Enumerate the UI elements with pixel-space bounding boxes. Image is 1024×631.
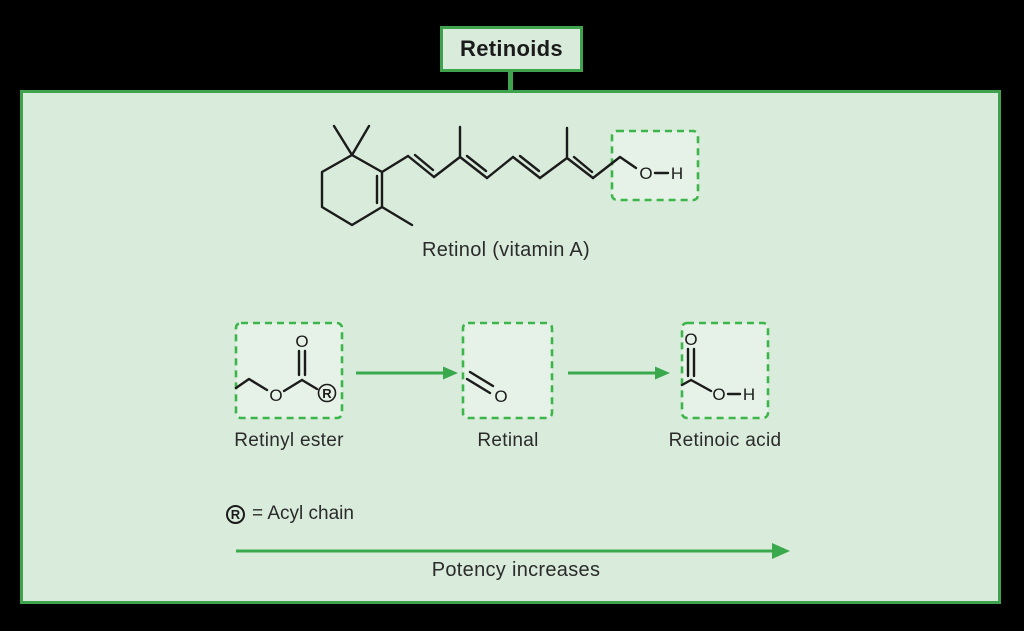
reaction-arrow-1 bbox=[356, 366, 458, 380]
retinol-double-bonds bbox=[375, 154, 595, 205]
retinoic-acid-skeleton bbox=[680, 378, 713, 393]
retinoic-acid-structure: O O H bbox=[680, 321, 770, 420]
retinyl-ester-structure: O O R bbox=[234, 321, 344, 420]
retinyl-ester-carbonyl-double-bond bbox=[297, 349, 307, 377]
retinyl-ester-label: Retinyl ester bbox=[234, 430, 344, 451]
retinoic-acid-box bbox=[680, 321, 770, 420]
legend-text: = Acyl chain bbox=[252, 503, 354, 524]
hydroxyl-highlight-box bbox=[610, 129, 700, 202]
retinal-box bbox=[461, 321, 554, 420]
reaction-arrow-1-head bbox=[443, 366, 458, 380]
retinoic-acid-carbonyl-o-label: O bbox=[684, 330, 697, 349]
retinoic-acid-hydroxyl-o-label: O bbox=[712, 385, 725, 404]
retinal-structure: O bbox=[461, 321, 554, 420]
title-connector-line bbox=[508, 72, 513, 93]
retinol-hydroxyl-o-label: O bbox=[639, 164, 652, 183]
page-title: Retinoids bbox=[460, 36, 563, 61]
retinoic-acid-carbonyl-double-bond bbox=[686, 347, 696, 378]
reaction-arrow-2-head bbox=[655, 366, 670, 380]
retinal-label: Retinal bbox=[477, 430, 539, 451]
ester-o-label: O bbox=[269, 386, 282, 405]
r-group-circle bbox=[317, 383, 337, 403]
retinol-hydroxyl-h-label: H bbox=[671, 164, 683, 183]
retinol-structure: O H bbox=[320, 124, 700, 227]
title-box: Retinoids bbox=[440, 26, 583, 72]
retinyl-ester-box bbox=[234, 321, 344, 420]
legend-r-circle-icon: R bbox=[226, 504, 245, 524]
retinol-label: Retinol (vitamin A) bbox=[422, 239, 590, 261]
r-group-label: R bbox=[322, 386, 332, 401]
retinal-aldehyde-double-bond bbox=[465, 370, 495, 395]
retinal-carbonyl-o-label: O bbox=[494, 387, 507, 406]
potency-arrow bbox=[236, 543, 790, 559]
potency-arrow-head bbox=[772, 543, 790, 559]
ester-carbonyl-o-label: O bbox=[295, 332, 308, 351]
r-group-legend: R = Acyl chain bbox=[226, 503, 354, 525]
potency-label: Potency increases bbox=[431, 559, 601, 581]
retinol-skeleton bbox=[320, 124, 638, 227]
retinyl-ester-skeleton bbox=[234, 377, 319, 393]
retinoic-acid-hydroxyl-h-label: H bbox=[743, 385, 755, 404]
reaction-arrow-2 bbox=[568, 366, 670, 380]
retinol-double-bond-inner-lines bbox=[413, 153, 594, 174]
retinoic-acid-label: Retinoic acid bbox=[668, 430, 782, 451]
